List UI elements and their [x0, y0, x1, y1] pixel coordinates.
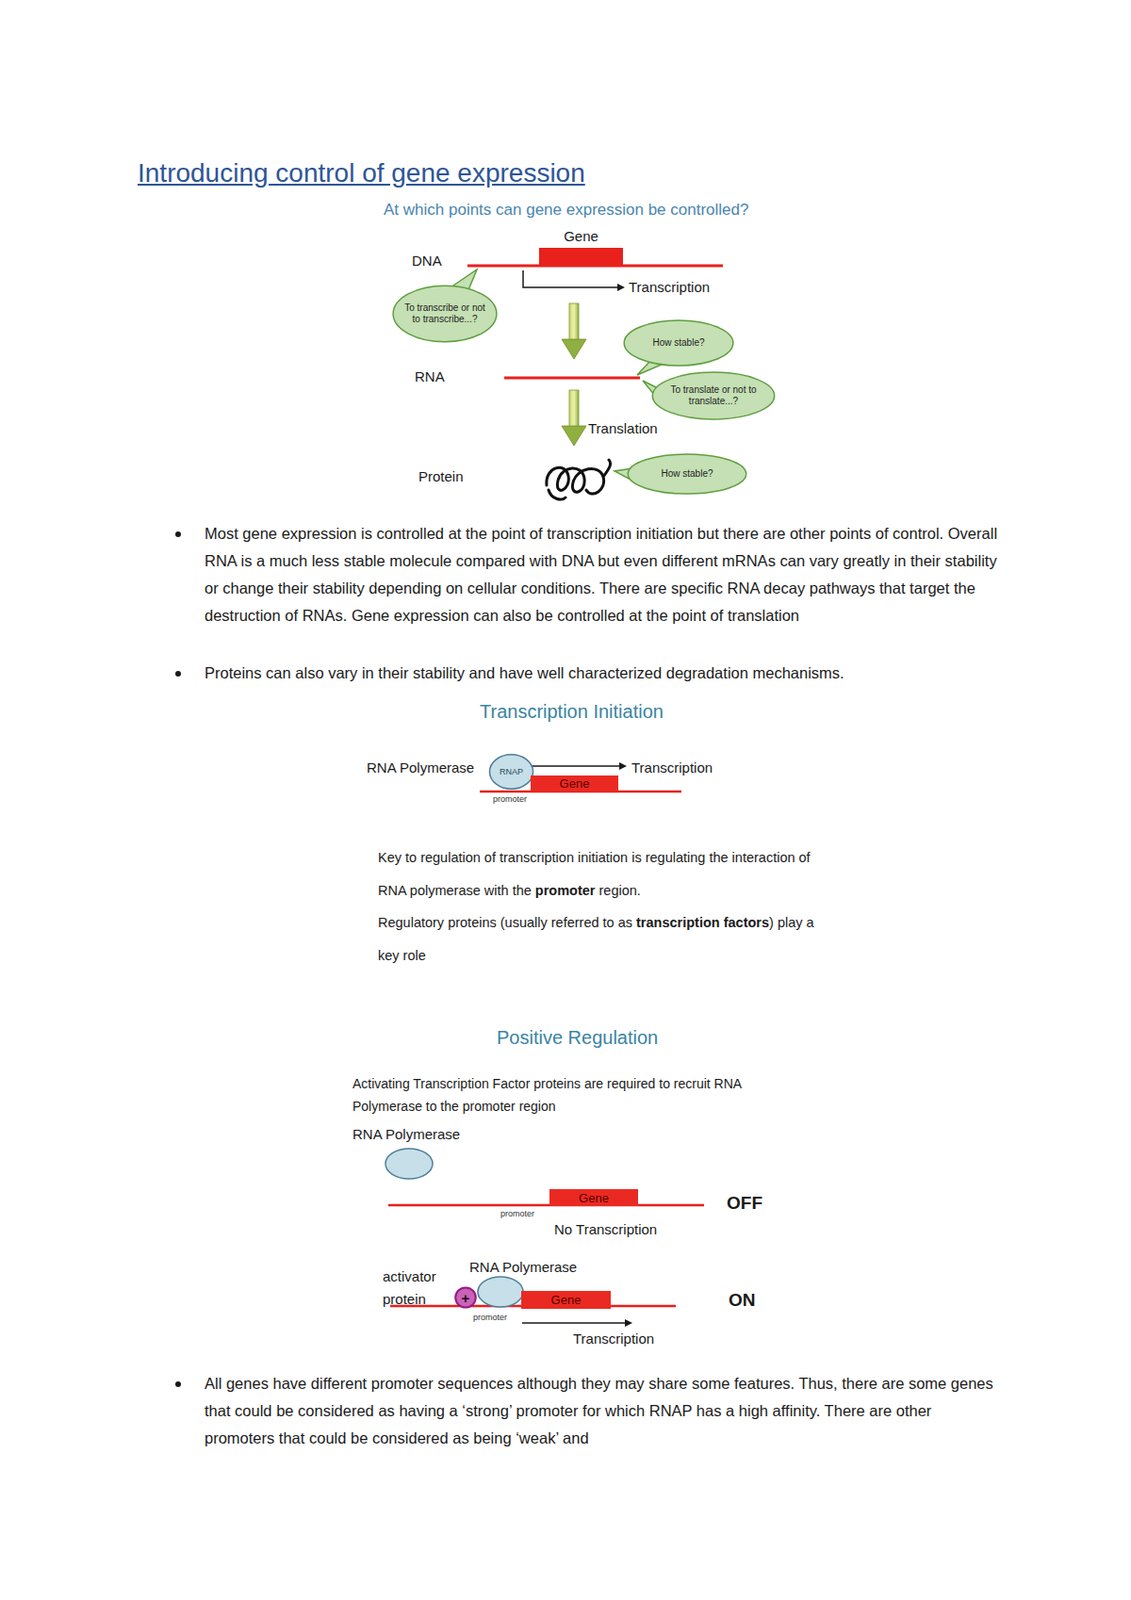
- arrow-head: [617, 283, 625, 292]
- paragraph-text: promoter: [535, 883, 596, 899]
- gene-bar-fill: [539, 247, 623, 266]
- bullet-text: Most gene expression is controlled at th…: [204, 520, 1001, 630]
- bullet-dot: [175, 671, 181, 677]
- bullet-text: All genes have different promoter sequen…: [204, 1370, 1001, 1453]
- bubble-text: How stable?: [660, 468, 713, 480]
- section-heading: Positive Regulation: [496, 1027, 658, 1050]
- process-label: Transcription: [573, 1330, 655, 1347]
- plus-shape: [455, 1287, 476, 1308]
- state-label: OFF: [726, 1193, 763, 1214]
- gene-shape: [530, 775, 619, 792]
- node-text: Gene: [578, 1191, 609, 1206]
- bubble-text: To translate or not to translate...?: [663, 384, 764, 408]
- page-title: Introducing control of gene expression: [137, 158, 586, 189]
- bubble-shape: [393, 285, 497, 343]
- part-label: RNA Polymerase: [352, 1126, 460, 1143]
- gene-label: Gene: [539, 228, 623, 246]
- gene-box: Gene: [530, 775, 619, 792]
- transcription-arrow: [529, 765, 620, 768]
- rna-polymerase-ellipse: [385, 1148, 433, 1180]
- circle-shape: [489, 754, 533, 789]
- section-heading: Transcription Initiation: [479, 701, 664, 723]
- arrow-head: [624, 1319, 633, 1328]
- gene-shape: [521, 1291, 611, 1310]
- arrow-head: [619, 762, 627, 771]
- part-label: promoter: [473, 1312, 508, 1323]
- bubble-text: How stable?: [652, 337, 705, 349]
- state-label: No Transcription: [554, 1221, 657, 1238]
- bullet-dot: [175, 531, 181, 538]
- caption-text: Activating Transcription Factor proteins…: [352, 1072, 805, 1118]
- paragraph-text: transcription factors: [636, 915, 770, 931]
- part-label: activator protein: [382, 1265, 459, 1312]
- gene-box: Gene: [549, 1189, 639, 1207]
- speech-bubble: How stable?: [622, 319, 735, 367]
- gene-bar: Gene: [539, 228, 623, 266]
- transcription-arrow: [523, 270, 618, 288]
- rna-line: [504, 377, 640, 380]
- part-label: RNA Polymerase: [366, 759, 475, 776]
- green-arrow: [569, 303, 579, 341]
- rna-polymerase-ellipse: [477, 1277, 524, 1308]
- transcription-arrow: [522, 1322, 625, 1325]
- node-text: Gene: [551, 1293, 582, 1308]
- bullet-dot: [175, 1381, 181, 1388]
- process-label: Transcription: [631, 759, 713, 776]
- bubble-shape: [623, 320, 734, 366]
- part-label: promoter: [500, 1209, 535, 1219]
- rna-polymerase-circle: RNAP: [489, 754, 534, 790]
- molecule-label: DNA: [411, 252, 443, 269]
- bubble-shape: [652, 372, 774, 420]
- protein-squiggle: [546, 459, 611, 500]
- bubble-shape: [627, 454, 746, 494]
- bullet-text: Proteins can also vary in their stabilit…: [204, 659, 1001, 688]
- paragraph-text: region.: [599, 883, 641, 899]
- node-text: Gene: [559, 776, 591, 791]
- molecule-label: Protein: [418, 468, 464, 485]
- paragraph: Key to regulation of transcription initi…: [377, 841, 821, 973]
- molecule-label: RNA: [414, 368, 445, 385]
- gene-box: Gene: [521, 1291, 611, 1310]
- state-label: ON: [728, 1290, 756, 1312]
- green-arrow-head: [561, 339, 587, 360]
- bubble-text: To transcribe or not to transcribe...?: [404, 302, 486, 326]
- part-label: RNA Polymerase: [469, 1259, 577, 1276]
- green-arrow: [569, 390, 579, 427]
- process-label: Transcription: [628, 278, 710, 296]
- process-label: Translation: [588, 420, 658, 437]
- gene-shape: [549, 1189, 639, 1207]
- node-text: RNAP: [499, 767, 524, 778]
- speech-bubble: To transcribe or not to transcribe...?: [392, 284, 498, 344]
- green-arrow-head: [561, 426, 587, 446]
- paragraph-text: Regulatory proteins (usually referred to…: [377, 915, 633, 931]
- diagram-subtitle: At which points can gene expression be c…: [383, 200, 749, 220]
- dna-line: [388, 1204, 705, 1208]
- speech-bubble: How stable?: [626, 453, 748, 495]
- activator-circle: +: [455, 1287, 476, 1309]
- node-text: +: [461, 1291, 471, 1306]
- speech-bubble: To translate or not to translate...?: [651, 371, 776, 421]
- part-label: promoter: [492, 794, 527, 804]
